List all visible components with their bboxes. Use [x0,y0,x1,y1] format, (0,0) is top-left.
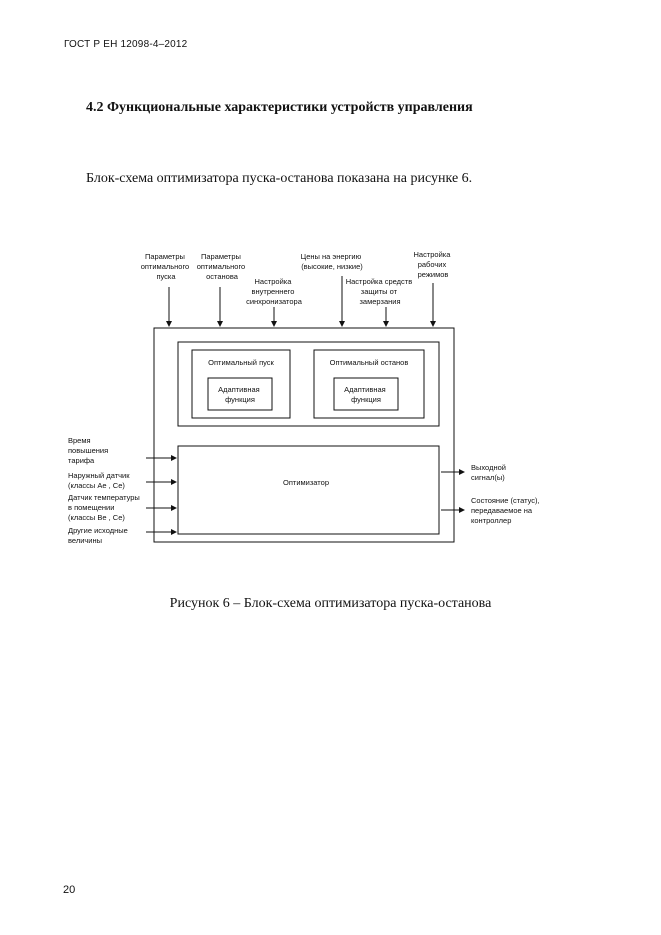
optimizer-block [177,445,440,535]
adaptive-stop-block [333,377,399,411]
label-other-inputs: Другие исходные величины [68,526,130,545]
intro-paragraph: Блок-схема оптимизатора пуска-останова п… [86,171,473,186]
label-optimal-stop-params: Параметры оптимального останова [197,252,248,281]
label-optimal-start-params: Параметры оптимального пуска [141,252,192,281]
optimal-start-block [191,349,291,419]
label-optimal-start: Оптимальный пуск [208,358,274,367]
label-energy-prices: Цены на энергию (высокие, низкие) [301,252,364,271]
label-outdoor-sensor: Наружный датчик (классы Ае , Се) [68,471,132,490]
optimal-container [177,341,440,427]
label-frost-setting: Настройка средств защиты от замерзания [346,277,415,306]
label-working-modes: Настройка рабочих режимов [413,250,452,279]
outer-frame [153,327,455,543]
document-header: ГОСТ Р ЕН 12098-4–2012 [64,39,188,50]
label-sync-setting: Настройка внутреннего синхронизатора [246,277,303,306]
section-title: 4.2 Функциональные характеристики устрой… [86,100,473,115]
label-adaptive-stop: Адаптивная функция [344,385,388,404]
label-optimal-stop: Оптимальный останов [330,358,409,367]
page-number: 20 [63,884,76,896]
label-status: Состояние (статус), передаваемое на конт… [471,496,542,525]
label-adaptive-start: Адаптивная функция [218,385,262,404]
figure-caption: Рисунок 6 – Блок-схема оптимизатора пуск… [169,596,492,611]
label-tariff-time: Время повышения тарифа [68,436,110,465]
label-optimizer: Оптимизатор [283,478,329,487]
label-output-signal: Выходной сигнал(ы) [471,463,508,482]
label-indoor-sensor: Датчик температуры в помещении (классы В… [68,493,142,522]
optimal-stop-block [313,349,425,419]
adaptive-start-block [207,377,273,411]
